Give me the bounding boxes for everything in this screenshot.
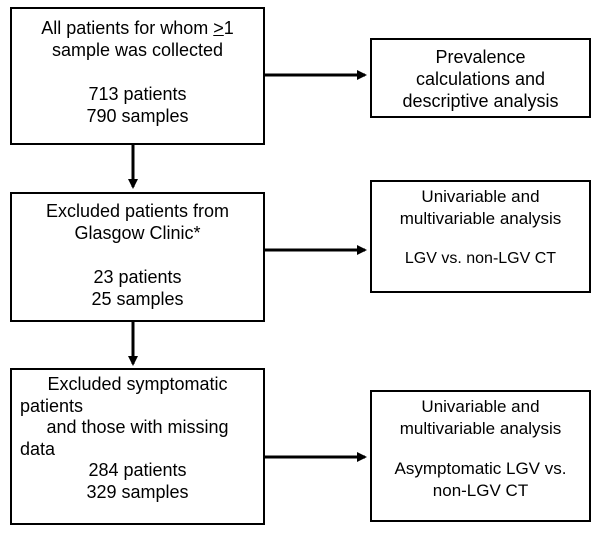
- box-univariable-2: Univariable and multivariable analysis A…: [370, 390, 591, 522]
- excluded-glasgow-count: 23 patients: [93, 267, 182, 287]
- box-all-patients: All patients for whom >1 sample was coll…: [10, 7, 265, 145]
- all-patients-line2: sample was collected: [51, 40, 224, 60]
- excluded-symptomatic-line2: patients: [20, 395, 84, 416]
- all-patients-line1: All patients for whom >1: [41, 18, 234, 38]
- excluded-symptomatic-count: 284 patients: [88, 460, 187, 480]
- univariable-2-line2: multivariable analysis: [399, 419, 562, 438]
- univariable-1-line3: LGV vs. non-LGV CT: [404, 250, 557, 267]
- prevalence-line2: calculations and: [415, 69, 546, 89]
- box-prevalence: Prevalence calculations and descriptive …: [370, 38, 591, 118]
- prevalence-line3: descriptive analysis: [402, 91, 559, 111]
- excluded-symptomatic-line4: data: [20, 438, 56, 459]
- box-univariable-1: Univariable and multivariable analysis L…: [370, 180, 591, 293]
- box-excluded-glasgow: Excluded patients from Glasgow Clinic* 2…: [10, 192, 265, 322]
- univariable-1-line1: Univariable and: [421, 187, 540, 206]
- excluded-glasgow-line2: Glasgow Clinic*: [74, 223, 201, 243]
- excluded-symptomatic-line3: and those with missing: [46, 417, 229, 437]
- univariable-2-line1: Univariable and: [421, 397, 540, 416]
- all-patients-count: 713 patients: [88, 84, 187, 104]
- univariable-1-line2: multivariable analysis: [399, 209, 562, 228]
- prevalence-line1: Prevalence: [435, 47, 526, 67]
- excluded-symptomatic-line1: Excluded symptomatic: [47, 374, 228, 394]
- univariable-2-line3: Asymptomatic LGV vs.: [394, 459, 567, 478]
- excluded-glasgow-line1: Excluded patients from: [45, 201, 230, 221]
- box-excluded-symptomatic: Excluded symptomatic patients and those …: [10, 368, 265, 525]
- excluded-symptomatic-samples: 329 samples: [86, 481, 189, 502]
- univariable-2-line4: non-LGV CT: [432, 481, 529, 500]
- excluded-glasgow-samples: 25 samples: [91, 289, 184, 309]
- all-patients-samples: 790 samples: [86, 106, 189, 126]
